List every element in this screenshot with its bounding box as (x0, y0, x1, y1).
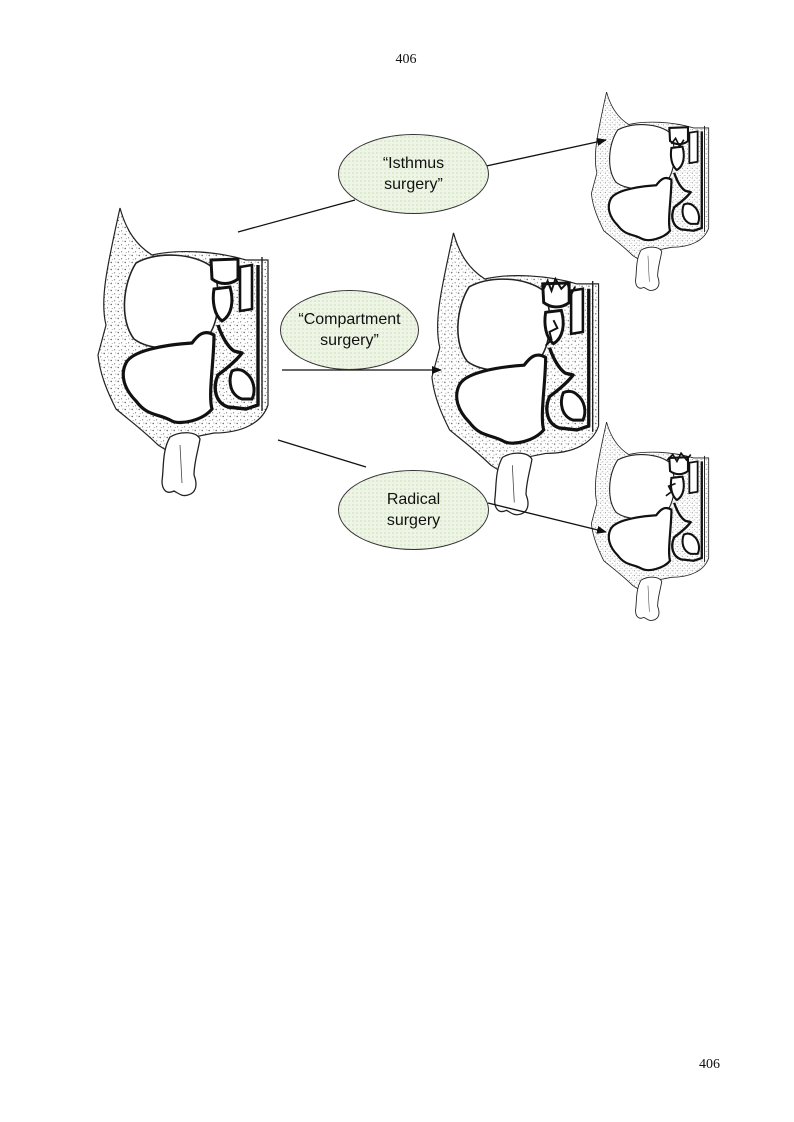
compartment-result-illustration (432, 233, 599, 515)
arrow-isthmus (238, 200, 355, 232)
compartment-surgery-label: “Compartment surgery” (280, 290, 419, 370)
arrow-radical-head (488, 503, 606, 532)
isthmus-label-line1: “Isthmus (383, 153, 444, 174)
arrow-radical (278, 440, 366, 467)
original-sinus-illustration (98, 208, 268, 496)
page-number-bottom: 406 (680, 1057, 720, 1073)
compartment-label-line2: surgery” (298, 330, 400, 351)
radical-surgery-label: Radical surgery (338, 470, 489, 550)
radical-label-line2: surgery (387, 510, 440, 531)
compartment-label-line1: “Compartment (298, 309, 400, 330)
radical-label-line1: Radical (387, 489, 440, 510)
isthmus-label-line2: surgery” (383, 174, 444, 195)
radical-result-illustration (591, 422, 708, 620)
isthmus-result-illustration (591, 92, 708, 290)
isthmus-surgery-label: “Isthmus surgery” (338, 134, 489, 214)
arrow-isthmus-head (468, 140, 606, 170)
